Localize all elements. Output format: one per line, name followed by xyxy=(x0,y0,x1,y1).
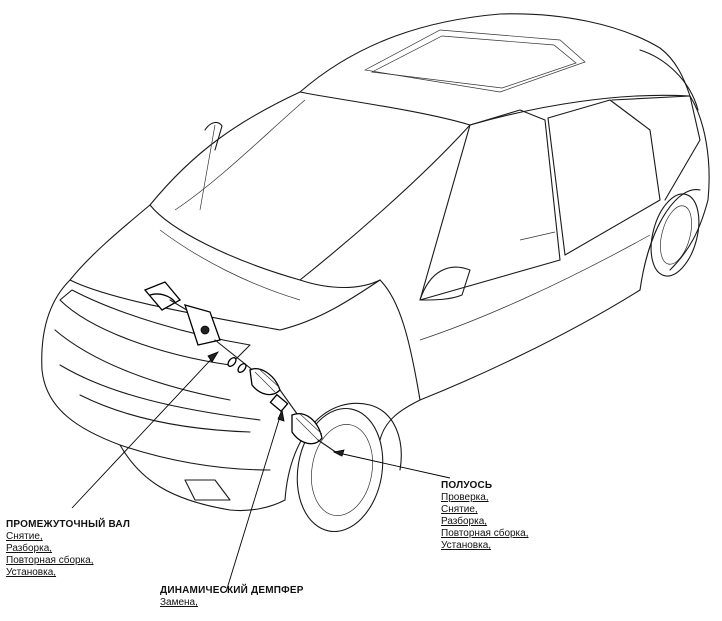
half-shaft-label: ПОЛУОСЬ Проверка, Снятие, Разборка, Повт… xyxy=(441,480,529,552)
intermediate-shaft-disassembly-link[interactable]: Разборка, xyxy=(6,543,53,554)
dynamic-damper-replacement-link[interactable]: Замена, xyxy=(160,597,198,608)
intermediate-shaft-title: ПРОМЕЖУТОЧНЫЙ ВАЛ xyxy=(6,519,131,530)
half-shaft-inspection-link[interactable]: Проверка, xyxy=(441,492,489,503)
intermediate-shaft-removal-link[interactable]: Снятие, xyxy=(6,531,43,542)
intermediate-shaft-label: ПРОМЕЖУТОЧНЫЙ ВАЛ Снятие, Разборка, Повт… xyxy=(6,519,130,579)
drive-shaft-assembly xyxy=(143,281,341,456)
half-shaft-removal-link[interactable]: Снятие, xyxy=(441,504,478,515)
half-shaft-title: ПОЛУОСЬ xyxy=(441,480,493,491)
half-shaft-disassembly-link[interactable]: Разборка, xyxy=(441,516,488,527)
dynamic-damper-title: ДИНАМИЧЕСКИЙ ДЕМПФЕР xyxy=(160,585,304,596)
half-shaft-reassembly-link[interactable]: Повторная сборка, xyxy=(441,528,529,539)
leader-lines xyxy=(71,351,451,593)
car-body-outline xyxy=(41,13,710,533)
dynamic-damper-label: ДИНАМИЧЕСКИЙ ДЕМПФЕР Замена, xyxy=(160,585,304,609)
half-shaft-installation-link[interactable]: Установка, xyxy=(441,540,492,551)
intermediate-shaft-installation-link[interactable]: Установка, xyxy=(6,567,57,578)
intermediate-shaft-reassembly-link[interactable]: Повторная сборка, xyxy=(6,555,94,566)
